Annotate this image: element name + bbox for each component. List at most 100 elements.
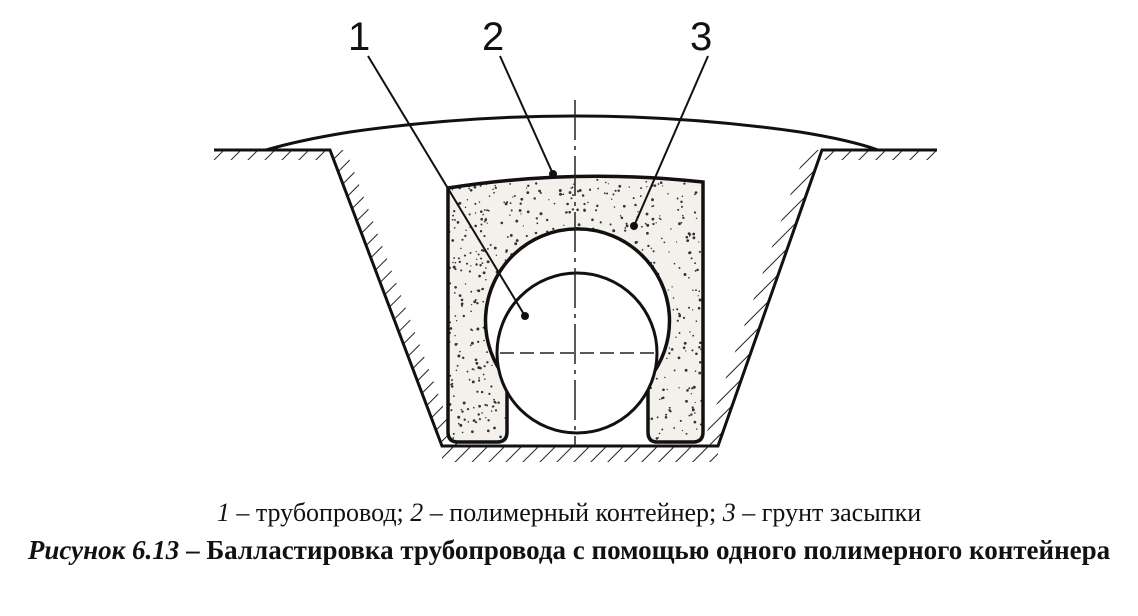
soil-dot <box>600 170 602 172</box>
soil-dot <box>596 204 599 208</box>
soil-dot <box>481 412 483 414</box>
soil-dot <box>673 426 676 429</box>
soil-dot <box>661 428 664 431</box>
soil-dot <box>453 209 456 213</box>
soil-dot <box>454 285 457 289</box>
soil-dot <box>487 173 490 176</box>
soil-dot <box>583 208 587 212</box>
soil-dot <box>693 420 697 424</box>
soil-dot <box>487 248 489 250</box>
soil-dot <box>695 352 698 356</box>
soil-dot <box>499 435 502 439</box>
soil-dot <box>526 210 530 214</box>
soil-dot <box>466 170 468 172</box>
trench-diagram: 1 2 3 <box>214 15 937 462</box>
caption-title-text: Балластировка трубопровода с помощью одн… <box>206 535 1111 565</box>
soil-dot <box>461 431 464 434</box>
soil-dot <box>641 264 644 267</box>
soil-dot <box>499 304 503 308</box>
soil-dot <box>652 250 655 253</box>
soil-dot <box>469 252 472 254</box>
soil-dot <box>570 172 572 174</box>
soil-dot <box>490 331 494 334</box>
soil-dot <box>479 264 482 267</box>
soil-dot <box>454 334 456 337</box>
soil-dot <box>452 437 455 439</box>
soil-dot <box>695 428 698 430</box>
soil-dot <box>571 249 574 251</box>
caption-dash: – <box>179 535 207 565</box>
soil-dot <box>659 398 661 401</box>
soil-dot <box>682 316 686 319</box>
soil-dot <box>492 188 494 190</box>
soil-dot <box>694 262 697 265</box>
soil-dot <box>647 301 651 305</box>
soil-dot <box>646 186 648 188</box>
soil-dot <box>685 432 688 435</box>
soil-dot <box>515 239 519 242</box>
soil-dot <box>478 404 481 408</box>
legend-sep-2: – <box>423 498 450 527</box>
soil-dot <box>479 172 482 175</box>
soil-dot <box>497 401 500 404</box>
soil-dot <box>546 218 549 222</box>
soil-dot <box>688 414 691 417</box>
leader-lines <box>367 55 709 317</box>
soil-dot <box>470 341 474 345</box>
soil-dot <box>460 304 463 307</box>
soil-dot <box>482 213 485 216</box>
soil-dot <box>480 257 483 260</box>
soil-dot <box>462 401 466 405</box>
soil-dot <box>662 388 665 392</box>
soil-dot <box>486 260 490 264</box>
soil-dot <box>653 184 657 187</box>
soil-dot <box>645 180 648 183</box>
soil-dot <box>702 173 703 174</box>
soil-dot <box>692 334 695 337</box>
soil-dot <box>455 369 458 371</box>
soil-dot <box>620 254 622 256</box>
soil-dot <box>688 276 690 279</box>
callout-number-1: 1 <box>348 15 370 59</box>
soil-dot <box>570 187 572 189</box>
soil-dot <box>690 393 693 395</box>
soil-dot <box>588 188 592 191</box>
soil-dot <box>475 361 479 365</box>
soil-dot <box>460 298 464 302</box>
soil-dot <box>652 222 655 226</box>
soil-dot <box>454 218 456 221</box>
soil-dot <box>656 416 659 419</box>
soil-dot <box>577 438 579 440</box>
soil-dot <box>525 262 528 265</box>
soil-dot <box>521 250 524 253</box>
soil-dot <box>568 191 572 194</box>
soil-dot <box>489 177 493 180</box>
soil-dot <box>557 434 561 438</box>
soil-dot <box>471 430 474 434</box>
soil-dot <box>538 429 541 432</box>
soil-dot <box>461 356 465 360</box>
soil-dot <box>624 284 627 287</box>
soil-dot <box>697 295 699 297</box>
soil-dot <box>646 223 650 227</box>
soil-dot <box>478 379 481 382</box>
soil-dot <box>625 222 628 225</box>
soil-dot <box>516 427 519 431</box>
soil-dot <box>686 239 690 243</box>
soil-dot <box>456 178 460 182</box>
soil-dot <box>595 209 598 212</box>
soil-dot <box>688 387 691 390</box>
soil-dot <box>640 187 643 190</box>
soil-dot <box>494 409 498 412</box>
soil-dot <box>466 262 469 265</box>
soil-dot <box>457 257 460 260</box>
soil-dot <box>460 408 463 411</box>
soil-dot <box>551 246 555 249</box>
soil-dot <box>583 246 586 249</box>
soil-dot <box>698 346 701 349</box>
soil-dot <box>680 200 683 204</box>
soil-dot <box>619 215 622 217</box>
soil-dot <box>606 192 609 195</box>
soil-dot <box>539 212 543 216</box>
soil-dot <box>694 193 696 196</box>
